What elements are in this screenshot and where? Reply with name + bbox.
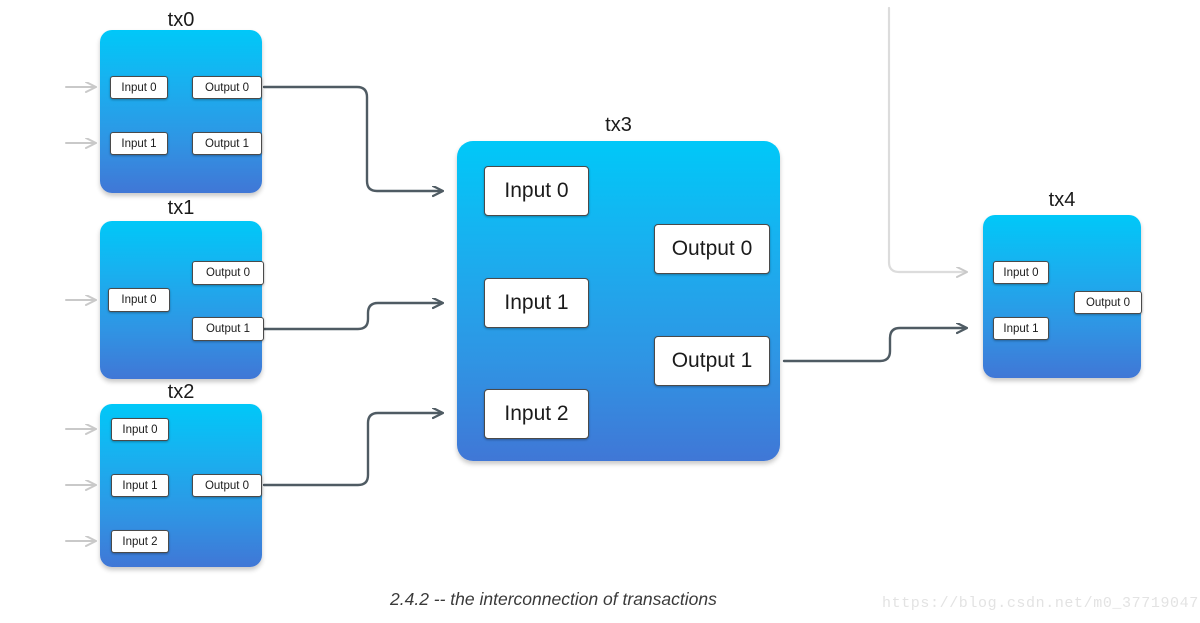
- tx0-output-1[interactable]: Output 1: [192, 132, 262, 155]
- tx3-output-1[interactable]: Output 1: [654, 336, 770, 386]
- tx0-input-0[interactable]: Input 0: [110, 76, 168, 99]
- tx2-output-0[interactable]: Output 0: [192, 474, 262, 497]
- tx1-input-0[interactable]: Input 0: [108, 288, 170, 312]
- wire-external-to-tx4-input0: [887, 6, 966, 272]
- tx3-input-1[interactable]: Input 1: [484, 278, 589, 328]
- tx3-label: tx3: [605, 114, 632, 136]
- tx0-label: tx0: [167, 9, 195, 31]
- tx1-output-1[interactable]: Output 1: [192, 317, 264, 341]
- wire-tx3-output1-to-tx4-input1: [782, 328, 966, 363]
- tx2-input-2[interactable]: Input 2: [111, 530, 169, 553]
- tx4-output-0[interactable]: Output 0: [1074, 291, 1142, 314]
- tx4-input-0[interactable]: Input 0: [993, 261, 1049, 284]
- tx0-input-1[interactable]: Input 1: [110, 132, 168, 155]
- tx3-output-0[interactable]: Output 0: [654, 224, 770, 274]
- tx1-output-0[interactable]: Output 0: [192, 261, 264, 285]
- tx3-input-2[interactable]: Input 2: [484, 389, 589, 439]
- tx0-box[interactable]: [100, 30, 262, 193]
- diagram-caption: 2.4.2 -- the interconnection of transact…: [390, 589, 717, 609]
- wire-tx2-output0-to-tx3-input2: [262, 413, 442, 487]
- tx2-input-0[interactable]: Input 0: [111, 418, 169, 441]
- tx4-input-1[interactable]: Input 1: [993, 317, 1049, 340]
- tx0-output-0[interactable]: Output 0: [192, 76, 262, 99]
- tx4-label: tx4: [1048, 189, 1076, 211]
- tx2-input-1[interactable]: Input 1: [111, 474, 169, 497]
- wire-tx1-output1-to-tx3-input1: [262, 303, 442, 331]
- tx1-label: tx1: [167, 197, 195, 219]
- external-input-arrows: [65, 87, 95, 541]
- wire-tx0-output0-to-tx3-input0: [262, 85, 442, 191]
- watermark: https://blog.csdn.net/m0_37719047: [882, 595, 1199, 612]
- tx3-input-0[interactable]: Input 0: [484, 166, 589, 216]
- tx2-label: tx2: [167, 381, 195, 403]
